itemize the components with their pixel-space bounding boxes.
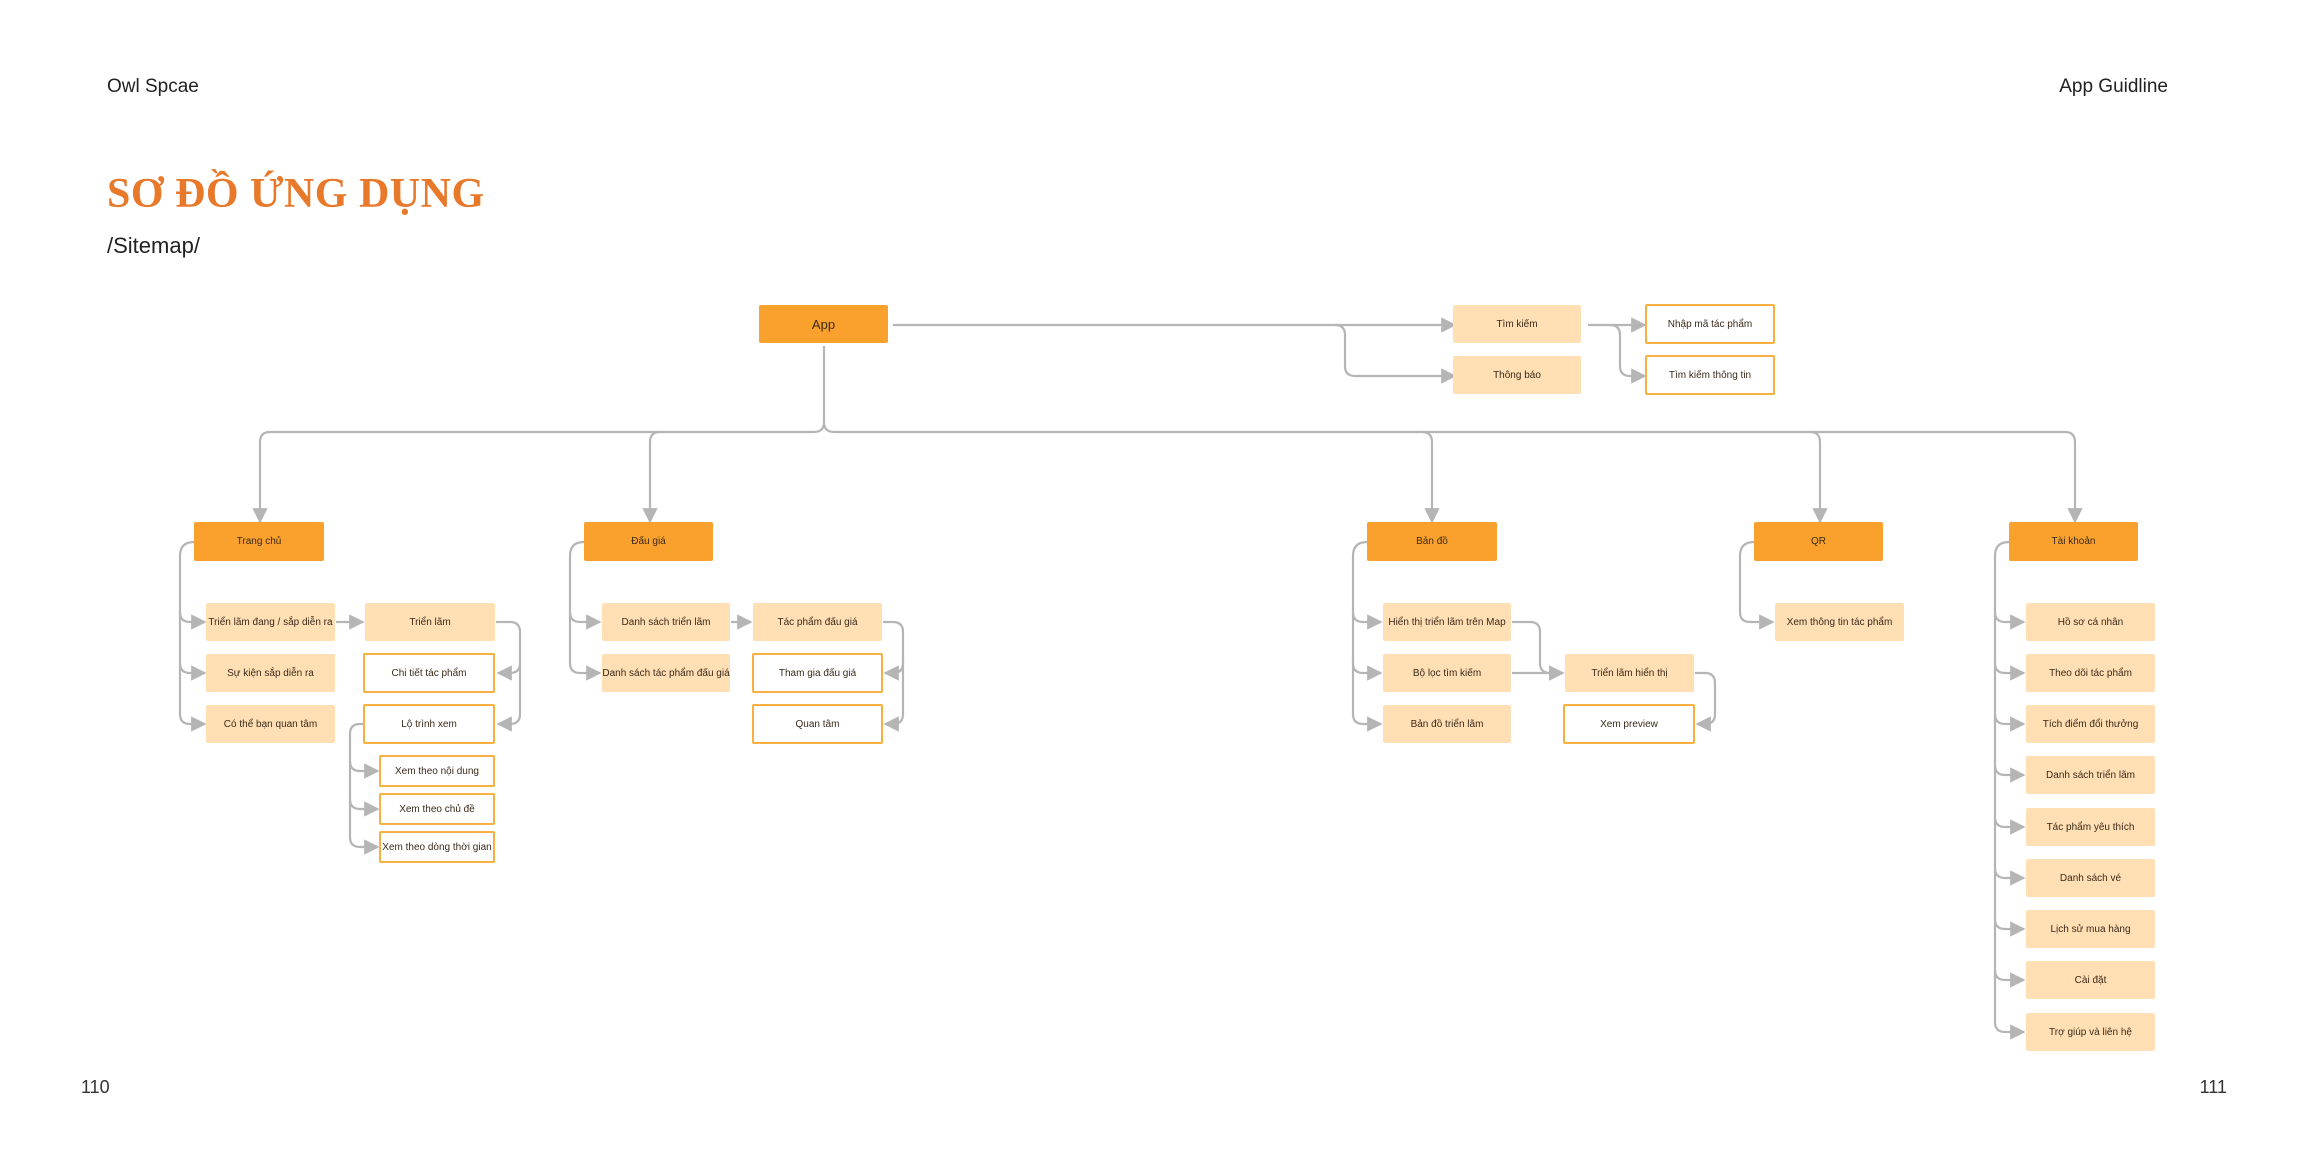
connector-lotrinh-noidung bbox=[348, 760, 380, 779]
connector-app-daugia bbox=[642, 430, 661, 524]
node-tim-kiem: Tìm kiếm bbox=[1453, 305, 1581, 343]
connector-lotrinh-bus bbox=[348, 722, 380, 855]
node-trien-lam: Triển lãm bbox=[365, 603, 495, 641]
connector-trienlam-chitiet bbox=[496, 620, 522, 681]
node-cai-dat: Cài đặt bbox=[2026, 961, 2155, 999]
node-app: App bbox=[759, 305, 888, 343]
connector-taikhoan-tichdiem bbox=[1993, 713, 2026, 732]
node-quan-tam: Quan tâm bbox=[752, 704, 883, 744]
node-danh-sach-tac-pham-dau-gia: Danh sách tác phẩm đấu giá bbox=[602, 654, 730, 692]
connector-daugia-dstrienlam bbox=[568, 611, 602, 630]
connector-taikhoan-lichsu bbox=[1993, 918, 2026, 937]
node-xem-theo-dong-thoi-gian: Xem theo dòng thời gian bbox=[379, 831, 495, 863]
node-su-kien-sap-dien-ra: Sự kiện sắp diễn ra bbox=[206, 654, 335, 692]
page-number-left: 110 bbox=[81, 1077, 110, 1097]
connector-daugia-bus bbox=[568, 540, 602, 681]
connector-app-qr bbox=[1809, 430, 1828, 524]
connector-trangchu-trienlamdang bbox=[178, 611, 207, 630]
connector-taikhoan-dstrienlam bbox=[1993, 764, 2026, 783]
connector-qr-xem bbox=[1738, 540, 1775, 630]
connector-trienlam-lotrinh bbox=[496, 663, 522, 732]
connector-taikhoan-caidat bbox=[1993, 969, 2026, 988]
connector-bando-boloc bbox=[1351, 662, 1383, 681]
node-xem-theo-chu-de: Xem theo chủ đề bbox=[379, 793, 495, 825]
node-lo-trinh-xem: Lộ trình xem bbox=[363, 704, 495, 744]
node-theo-doi-tac-pham: Theo dõi tác phẩm bbox=[2026, 654, 2155, 692]
connector-tacpham-quantam bbox=[883, 663, 905, 732]
node-trien-lam-hien-thi: Triển lãm hiển thị bbox=[1565, 654, 1694, 692]
node-lich-su-mua-hang: Lịch sử mua hàng bbox=[2026, 910, 2155, 948]
page-number-right: 111 bbox=[2199, 1077, 2227, 1097]
node-co-the-ban-quan-tam: Có thể bạn quan tâm bbox=[206, 705, 335, 743]
connector-app-bando bbox=[1421, 430, 1440, 524]
node-trang-chu: Trang chủ bbox=[194, 522, 324, 561]
node-tac-pham-yeu-thich: Tác phẩm yêu thích bbox=[2026, 808, 2155, 846]
connector-lotrinh-chude bbox=[348, 798, 380, 817]
connector-taikhoan-bus bbox=[1993, 540, 2026, 1040]
page-title: SƠ ĐỒ ỨNG DỤNG bbox=[107, 171, 485, 217]
connector-taikhoan-dsve bbox=[1993, 867, 2026, 886]
connector-taikhoan-theodoi bbox=[1993, 662, 2026, 681]
connector-hienthi-trienlamhienthi bbox=[1512, 620, 1565, 681]
connector-app-thongbao bbox=[1334, 323, 1457, 384]
node-xem-preview: Xem preview bbox=[1563, 704, 1695, 744]
node-tim-kiem-thong-tin: Tìm kiếm thông tin bbox=[1645, 355, 1775, 395]
connector-bando-bus bbox=[1351, 540, 1383, 732]
connector-trienlamhienthi-preview bbox=[1695, 671, 1717, 732]
node-xem-theo-noi-dung: Xem theo nội dung bbox=[379, 755, 495, 787]
connector-trangchu-sukien bbox=[178, 662, 207, 681]
connector-timkiem-timkiemthongtin bbox=[1609, 323, 1647, 384]
connector-app-right-bus bbox=[822, 421, 2083, 524]
node-ban-do-trien-lam: Bản đồ triển lãm bbox=[1383, 705, 1511, 743]
node-dau-gia: Đấu giá bbox=[584, 522, 713, 561]
node-trien-lam-dang-sap-dien-ra: Triển lãm đang / sắp diễn ra bbox=[206, 603, 335, 641]
connector-taikhoan-hoso bbox=[1993, 611, 2026, 630]
header-right-text: App Guidline bbox=[2059, 76, 2168, 97]
node-ho-so-ca-nhan: Hồ sơ cá nhân bbox=[2026, 603, 2155, 641]
connector-taikhoan-yeuthich bbox=[1993, 816, 2026, 835]
connector-trangchu-bus bbox=[178, 540, 207, 732]
connector-app-trunk bbox=[252, 346, 826, 524]
connector-bando-hienthi bbox=[1351, 611, 1383, 630]
node-chi-tiet-tac-pham: Chi tiết tác phẩm bbox=[363, 653, 495, 693]
node-nhap-ma-tac-pham: Nhập mã tác phẩm bbox=[1645, 304, 1775, 344]
node-thong-bao: Thông báo bbox=[1453, 356, 1581, 394]
node-bo-loc-tim-kiem: Bộ lọc tìm kiếm bbox=[1383, 654, 1511, 692]
node-tai-khoan: Tài khoản bbox=[2009, 522, 2138, 561]
node-tich-diem-doi-thuong: Tích điểm đổi thưởng bbox=[2026, 705, 2155, 743]
node-danh-sach-ve: Danh sách vé bbox=[2026, 859, 2155, 897]
node-qr: QR bbox=[1754, 522, 1883, 561]
node-tro-giup-va-lien-he: Trợ giúp và liên hệ bbox=[2026, 1013, 2155, 1051]
node-dau-gia-danh-sach-trien-lam: Danh sách triển lãm bbox=[602, 603, 730, 641]
node-hien-thi-trien-lam-tren-map: Hiển thị triển lãm trên Map bbox=[1383, 603, 1511, 641]
header-left-text: Owl Spcae bbox=[107, 76, 199, 97]
node-xem-thong-tin-tac-pham: Xem thông tin tác phẩm bbox=[1775, 603, 1904, 641]
node-tai-khoan-danh-sach-trien-lam: Danh sách triển lãm bbox=[2026, 756, 2155, 794]
connector-tacpham-thamgia bbox=[883, 620, 905, 681]
node-tham-gia-dau-gia: Tham gia đấu giá bbox=[752, 653, 883, 693]
page-subtitle: /Sitemap/ bbox=[107, 233, 200, 258]
node-ban-do: Bản đồ bbox=[1367, 522, 1497, 561]
node-tac-pham-dau-gia: Tác phẩm đấu giá bbox=[753, 603, 882, 641]
